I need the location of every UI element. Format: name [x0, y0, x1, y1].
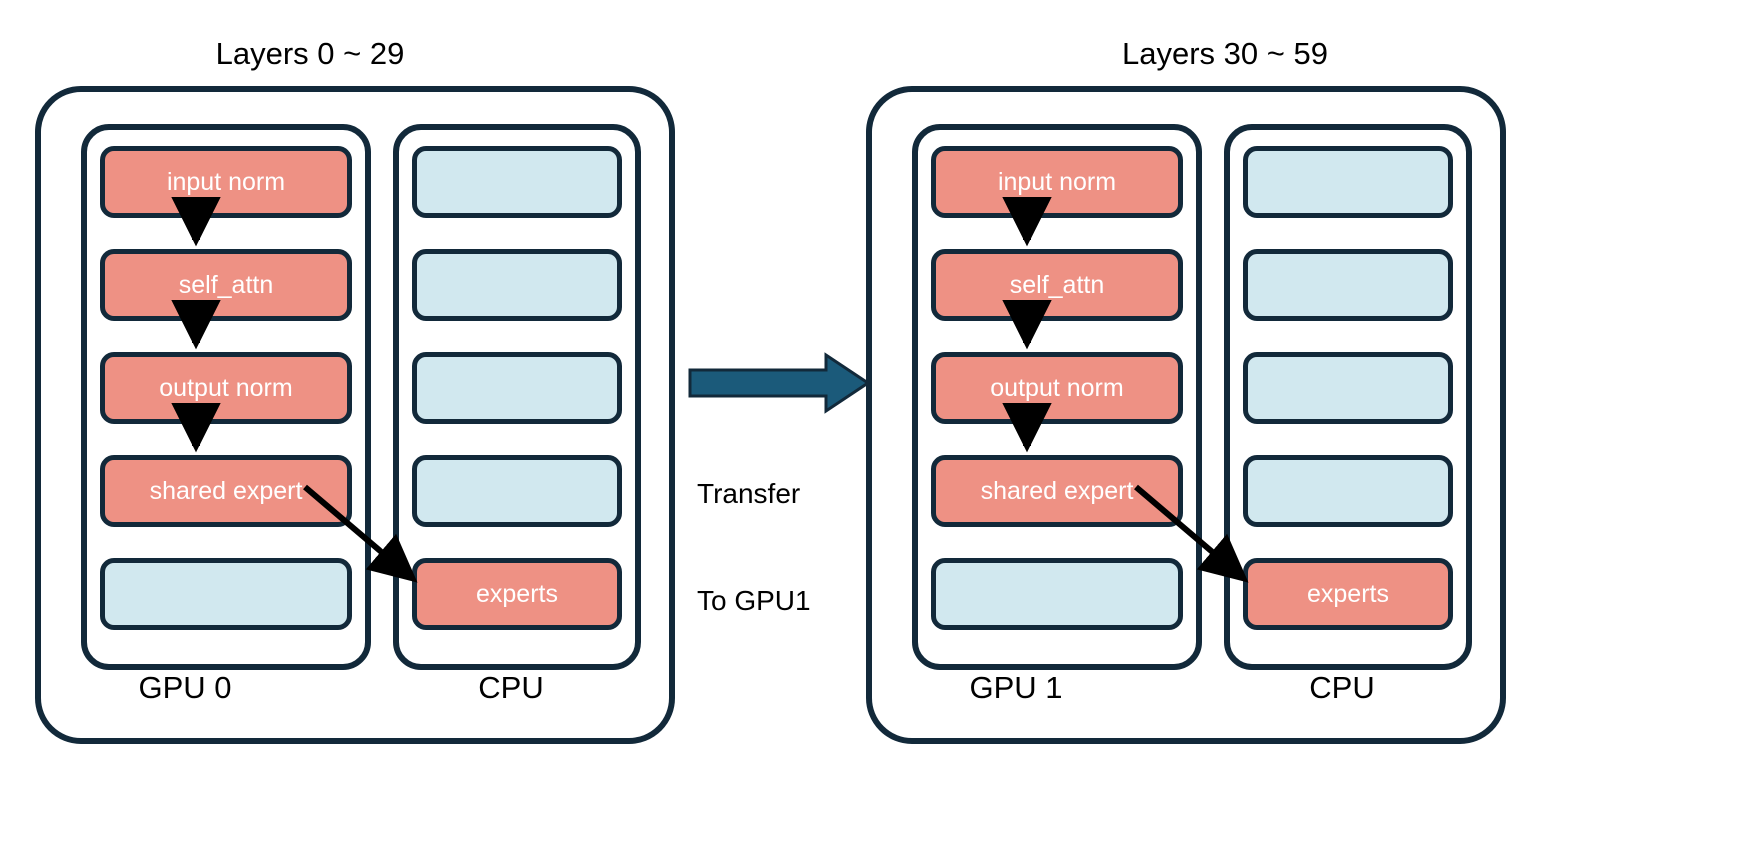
- block-expert-slot-1[interactable]: [1243, 146, 1453, 218]
- block-gap: [931, 527, 1183, 558]
- device-label-gpu-0: GPU 0: [138, 670, 232, 705]
- block-shared-expert[interactable]: shared expert: [100, 455, 352, 527]
- block-shared-expert[interactable]: shared expert: [931, 455, 1183, 527]
- block-gap: [412, 218, 622, 249]
- block-expert-slot-2[interactable]: [412, 249, 622, 321]
- block-placeholder[interactable]: [100, 558, 352, 630]
- block-placeholder[interactable]: [931, 558, 1183, 630]
- block-expert-slot-1[interactable]: [412, 146, 622, 218]
- group-title-right: Layers 30 ~ 59: [1122, 36, 1328, 71]
- block-gap: [1243, 218, 1453, 249]
- block-gap: [412, 527, 622, 558]
- block-input-norm[interactable]: input norm: [100, 146, 352, 218]
- memory-column-cpu-0: experts: [393, 124, 641, 670]
- block-gap: [1243, 424, 1453, 455]
- transfer-label: Transfer To GPU1: [697, 404, 811, 691]
- block-self-attn[interactable]: self_attn: [100, 249, 352, 321]
- block-self-attn[interactable]: self_attn: [931, 249, 1183, 321]
- block-output-norm[interactable]: output norm: [931, 352, 1183, 424]
- block-expert-slot-4[interactable]: [1243, 455, 1453, 527]
- device-group-left: input norm self_attn output norm shared …: [35, 86, 675, 744]
- device-label-gpu-1: GPU 1: [969, 670, 1063, 705]
- block-gap: [931, 424, 1183, 455]
- block-gap: [100, 424, 352, 455]
- block-experts[interactable]: experts: [412, 558, 622, 630]
- block-gap: [1243, 527, 1453, 558]
- block-expert-slot-2[interactable]: [1243, 249, 1453, 321]
- block-gap: [412, 321, 622, 352]
- block-gap: [931, 321, 1183, 352]
- memory-column-cpu-1: experts: [1224, 124, 1472, 670]
- memory-column-gpu-0: input norm self_attn output norm shared …: [81, 124, 371, 670]
- block-input-norm[interactable]: input norm: [931, 146, 1183, 218]
- block-gap: [100, 321, 352, 352]
- block-gap: [100, 527, 352, 558]
- group-title-left: Layers 0 ~ 29: [215, 36, 405, 71]
- block-output-norm[interactable]: output norm: [100, 352, 352, 424]
- block-gap: [100, 218, 352, 249]
- memory-column-gpu-1: input norm self_attn output norm shared …: [912, 124, 1202, 670]
- transfer-arrow: [688, 352, 871, 414]
- block-gap: [412, 424, 622, 455]
- block-expert-slot-3[interactable]: [412, 352, 622, 424]
- block-expert-slot-3[interactable]: [1243, 352, 1453, 424]
- block-expert-slot-4[interactable]: [412, 455, 622, 527]
- block-gap: [931, 218, 1183, 249]
- block-experts[interactable]: experts: [1243, 558, 1453, 630]
- device-label-cpu-1: CPU: [1309, 670, 1375, 705]
- transfer-label-line-1: Transfer: [697, 477, 801, 509]
- block-gap: [1243, 321, 1453, 352]
- device-label-cpu-0: CPU: [478, 670, 544, 705]
- device-group-right: input norm self_attn output norm shared …: [866, 86, 1506, 744]
- transfer-label-line-2: To GPU1: [697, 585, 811, 617]
